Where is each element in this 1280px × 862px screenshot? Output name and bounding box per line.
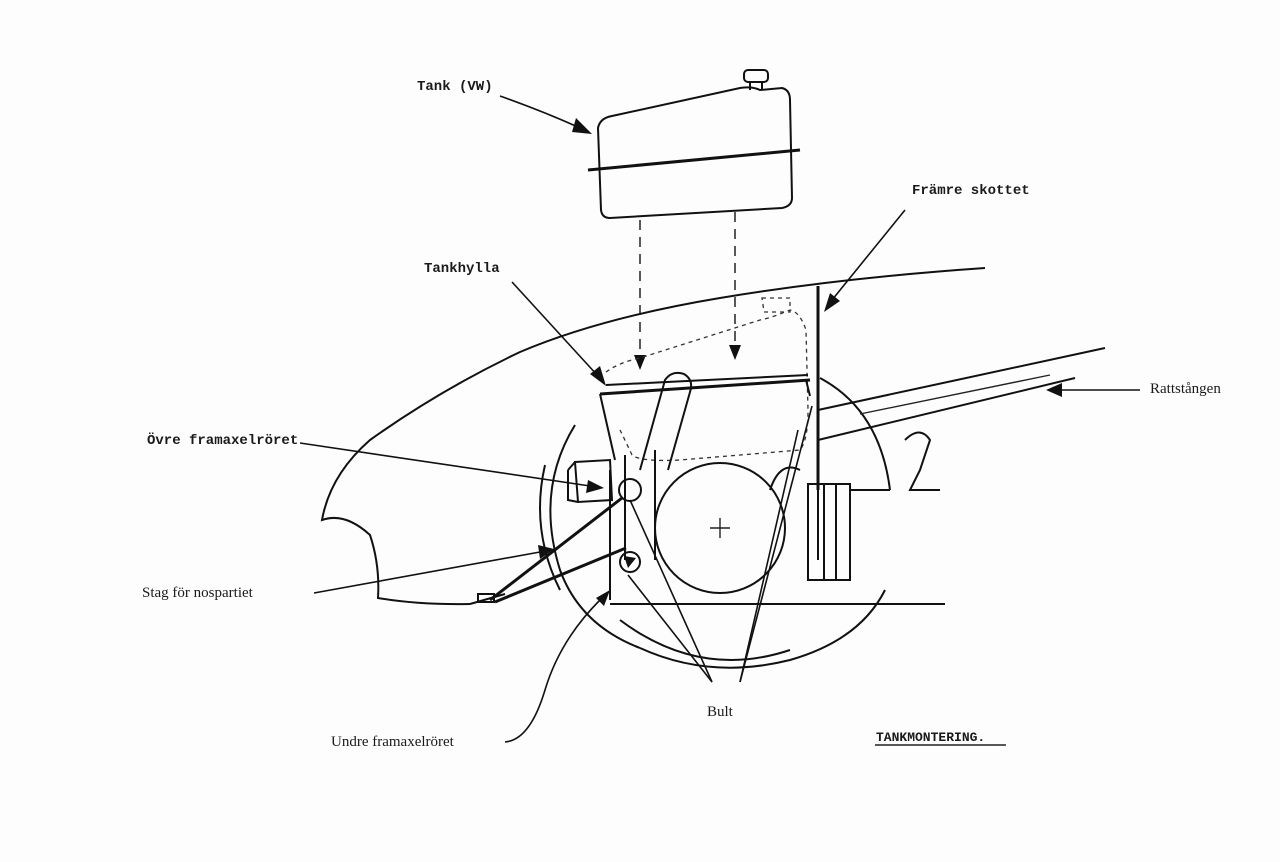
label-rattstangen: Rattstången xyxy=(1150,381,1221,397)
steering-column xyxy=(817,347,1106,441)
wheel xyxy=(539,377,891,669)
tank-shelf xyxy=(599,374,811,461)
bracket xyxy=(769,431,940,581)
upper-axle-tube xyxy=(618,478,642,502)
body-outline xyxy=(320,267,986,606)
label-undre-framaxelroret: Undre framaxelröret xyxy=(331,734,454,750)
steering-arm xyxy=(567,371,693,600)
nose-brace xyxy=(477,496,627,604)
label-tankhylla: Tankhylla xyxy=(424,261,500,277)
lower-axle-tube xyxy=(619,551,641,573)
label-ovre-framaxelroret: Övre framaxelröret xyxy=(147,433,299,449)
label-stag: Stag för nospartiet xyxy=(142,585,253,601)
label-tank: Tank (VW) xyxy=(417,79,493,95)
label-framre-skottet: Främre skottet xyxy=(912,183,1030,199)
label-bult: Bult xyxy=(707,704,733,720)
fuel-tank xyxy=(587,69,801,220)
drawing-title: TANKMONTERING. xyxy=(876,730,986,745)
